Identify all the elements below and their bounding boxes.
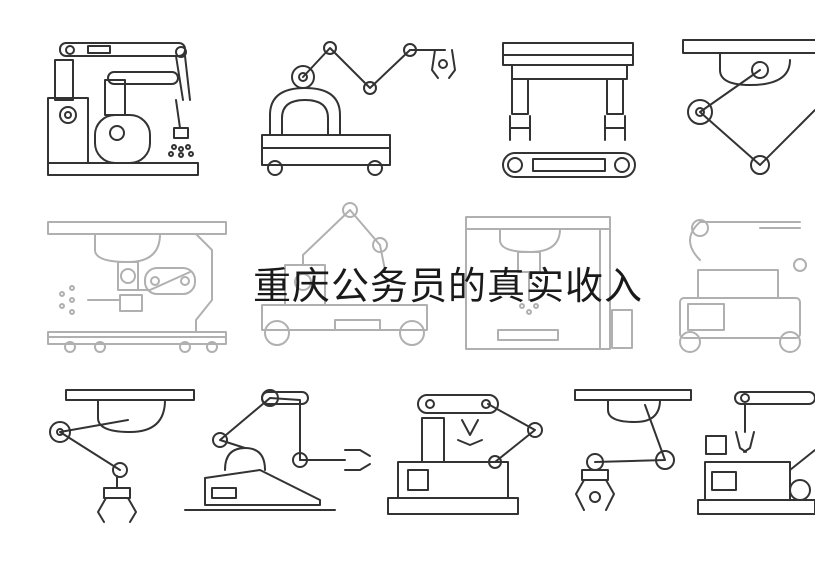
slanted-base-robot-arm-icon bbox=[184, 389, 371, 511]
robot-cell-cabinet-icon bbox=[465, 216, 633, 350]
title-overlay: 重庆公务员的真实收入 bbox=[0, 258, 815, 314]
enclosed-robot-cell-icon bbox=[47, 221, 227, 353]
mobile-robot-arm-icon bbox=[261, 41, 456, 176]
console-robot-arm-icon bbox=[697, 391, 815, 515]
tracked-gripper-robot-icon bbox=[502, 42, 636, 178]
gantry-robot-arm-icon bbox=[47, 42, 199, 176]
ceiling-robot-claw-icon bbox=[49, 389, 195, 523]
hanging-robot-arm-icon bbox=[682, 39, 815, 175]
wheeled-robot-arm-icon bbox=[261, 202, 428, 346]
desktop-robot-arm-icon bbox=[387, 394, 543, 515]
ceiling-robot-gripper-icon bbox=[574, 389, 692, 511]
industrial-robot-vehicle-icon bbox=[679, 219, 807, 353]
page-title: 重庆公务员的真实收入 bbox=[253, 264, 644, 308]
